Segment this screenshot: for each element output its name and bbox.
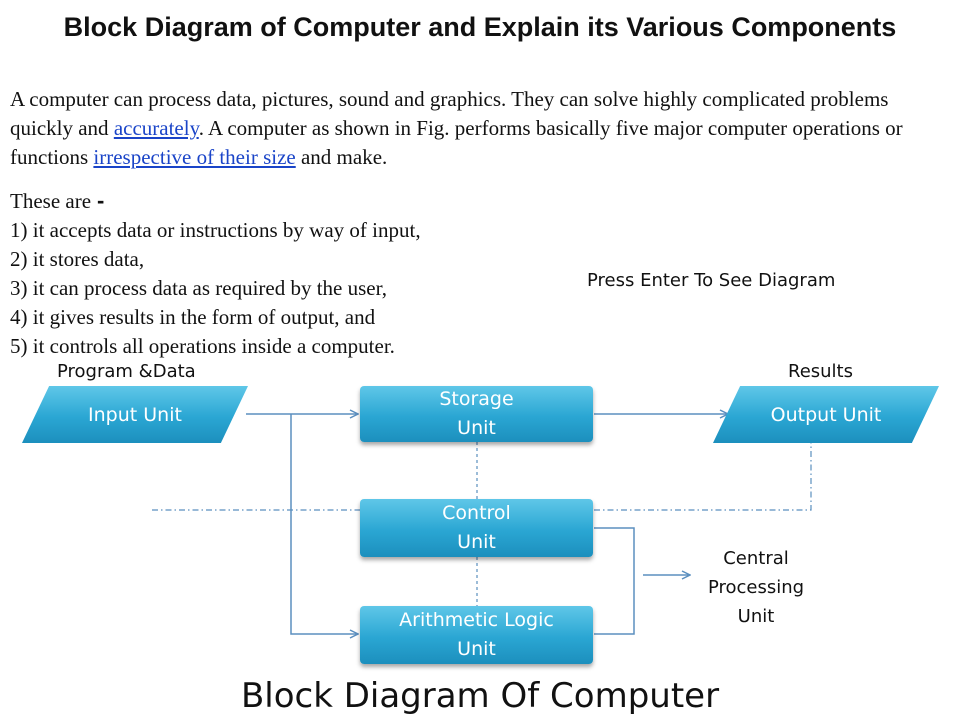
alu-block: Arithmetic Logic Unit	[360, 606, 593, 664]
press-enter-hint: Press Enter To See Diagram	[587, 270, 836, 291]
intro-text-1: A computer can process data, pictures, s…	[10, 87, 889, 140]
operation-item: 2) it stores data,	[10, 247, 145, 271]
operation-item: 1) it accepts data or instructions by wa…	[10, 218, 421, 242]
cpu-label: Central Processing Unit	[690, 544, 822, 631]
control-unit-block: Control Unit	[360, 499, 593, 557]
program-data-label: Program &Data	[57, 361, 196, 382]
control-unit-line2: Unit	[457, 531, 496, 553]
alu-line2: Unit	[457, 638, 496, 660]
cpu-label-line1: Central	[723, 548, 789, 569]
link-accurately[interactable]: accurately	[113, 116, 199, 140]
diagram-caption: Block Diagram Of Computer	[240, 676, 720, 716]
cpu-label-line3: Unit	[737, 606, 775, 627]
results-label: Results	[788, 361, 853, 382]
input-unit-block: Input Unit	[22, 386, 248, 443]
input-unit-label: Input Unit	[88, 403, 182, 426]
storage-unit-line1: Storage	[439, 388, 514, 410]
storage-unit-line2: Unit	[457, 417, 496, 439]
output-unit-label: Output Unit	[770, 403, 882, 426]
storage-unit-block: Storage Unit	[360, 386, 593, 442]
control-unit-line1: Control	[442, 502, 511, 524]
page-title: Block Diagram of Computer and Explain it…	[63, 12, 897, 42]
intro-text-2: . A computer as shown in Fig. performs b…	[10, 116, 903, 169]
these-are-text: These are	[10, 189, 92, 213]
cpu-label-line2: Processing	[707, 577, 805, 598]
these-are-heading: These are-	[10, 186, 104, 216]
alu-line1: Arithmetic Logic	[399, 609, 554, 631]
operation-item: 4) it gives results in the form of outpu…	[10, 305, 376, 329]
these-are-dash: -	[97, 188, 105, 213]
intro-paragraph: A computer can process data, pictures, s…	[10, 85, 955, 172]
operation-item: 3) it can process data as required by th…	[10, 276, 388, 300]
output-unit-block: Output Unit	[713, 386, 939, 443]
control-line-right	[594, 440, 812, 511]
intro-text-3: and make.	[295, 145, 388, 169]
arrow-input-to-alu	[290, 414, 358, 634]
operation-item: 5) it controls all operations inside a c…	[10, 334, 395, 358]
cpu-bracket	[594, 527, 635, 635]
link-irrespective[interactable]: irrespective of their size	[93, 145, 296, 169]
operations-list: 1) it accepts data or instructions by wa…	[10, 216, 421, 361]
